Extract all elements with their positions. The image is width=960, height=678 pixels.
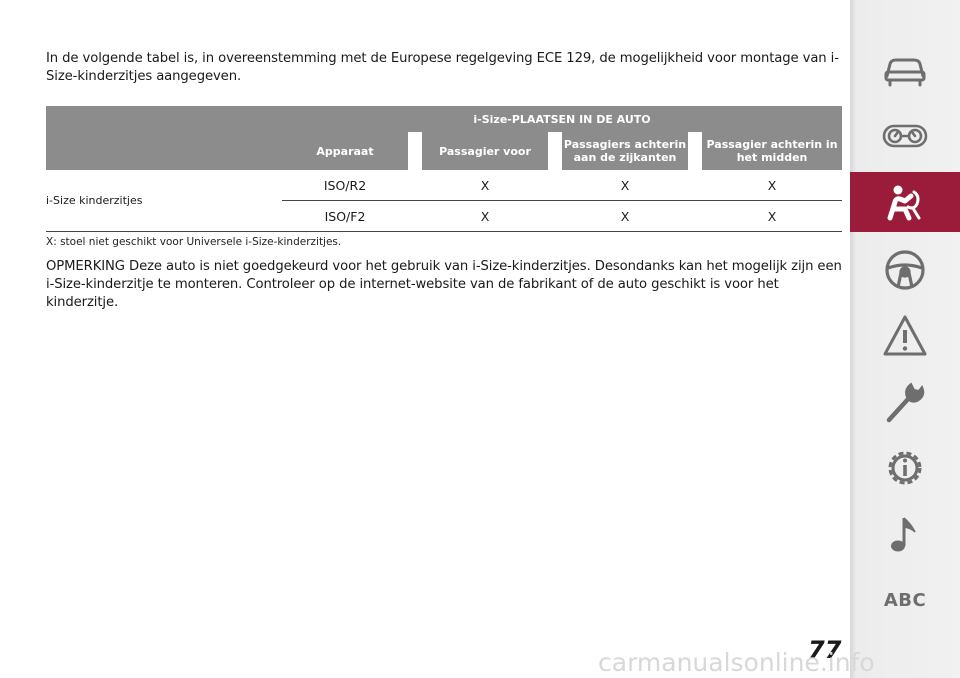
info-gear-icon [888,451,922,485]
abc-index-label: ABC [883,589,927,611]
sidebar-item-steering[interactable] [850,240,960,300]
sidebar-item-warning[interactable] [850,306,960,366]
steering-wheel-icon [885,250,925,290]
watermark: carmanualsonline.info [598,648,875,677]
table-group-header: i-Size-PLAATSEN IN DE AUTO [282,106,843,132]
sidebar-item-index[interactable]: ABC [850,570,960,630]
row-label: i-Size kinderzitjes [46,170,268,232]
sidebar-item-safety[interactable] [850,172,960,232]
column-header-rear-side: Passagiers achterin aan de zijkanten [562,132,688,170]
cell-device: ISO/R2 [282,170,408,201]
cell-rear-side: X [562,170,688,201]
table-row: i-Size kinderzitjes ISO/R2 X X X [46,170,843,232]
sidebar-item-technical-data[interactable] [850,438,960,498]
table-corner-cell [46,106,268,170]
sidebar-item-multimedia[interactable] [850,504,960,564]
column-header-front: Passagier voor [422,132,548,170]
sidebar-item-maintenance[interactable] [850,372,960,432]
warning-triangle-icon [883,315,927,356]
isize-seat-table: i-Size-PLAATSEN IN DE AUTO Apparaat Pass… [46,106,843,232]
table-footnote: X: stoel niet geschikt voor Universele i… [46,236,342,248]
page-number: 77 [808,636,842,664]
sidebar-item-car[interactable] [850,40,960,100]
chapter-sidebar: ABC [850,0,960,678]
cell-device: ISO/F2 [282,200,408,232]
intro-paragraph: In de volgende tabel is, in overeenstemm… [46,51,839,84]
wrench-icon [886,382,925,423]
cell-rear-middle: X [702,200,843,232]
table-row: ISO/F2 X X X [46,200,843,232]
cell-rear-side: X [562,200,688,232]
cell-front: X [422,200,548,232]
page-content: In de volgende tabel is, in overeenstemm… [46,50,844,312]
car-icon [884,58,926,87]
note-paragraph: OPMERKING Deze auto is niet goedgekeurd … [46,259,842,310]
column-header-rear-middle: Passagier achterin in het midden [702,132,843,170]
cell-front: X [422,170,548,201]
column-header-device: Apparaat [282,132,408,170]
dashboard-icon [882,124,928,148]
child-seat-airbag-icon [887,185,921,221]
music-note-icon [891,517,916,552]
sidebar-item-dashboard[interactable] [850,106,960,166]
cell-rear-middle: X [702,170,843,201]
